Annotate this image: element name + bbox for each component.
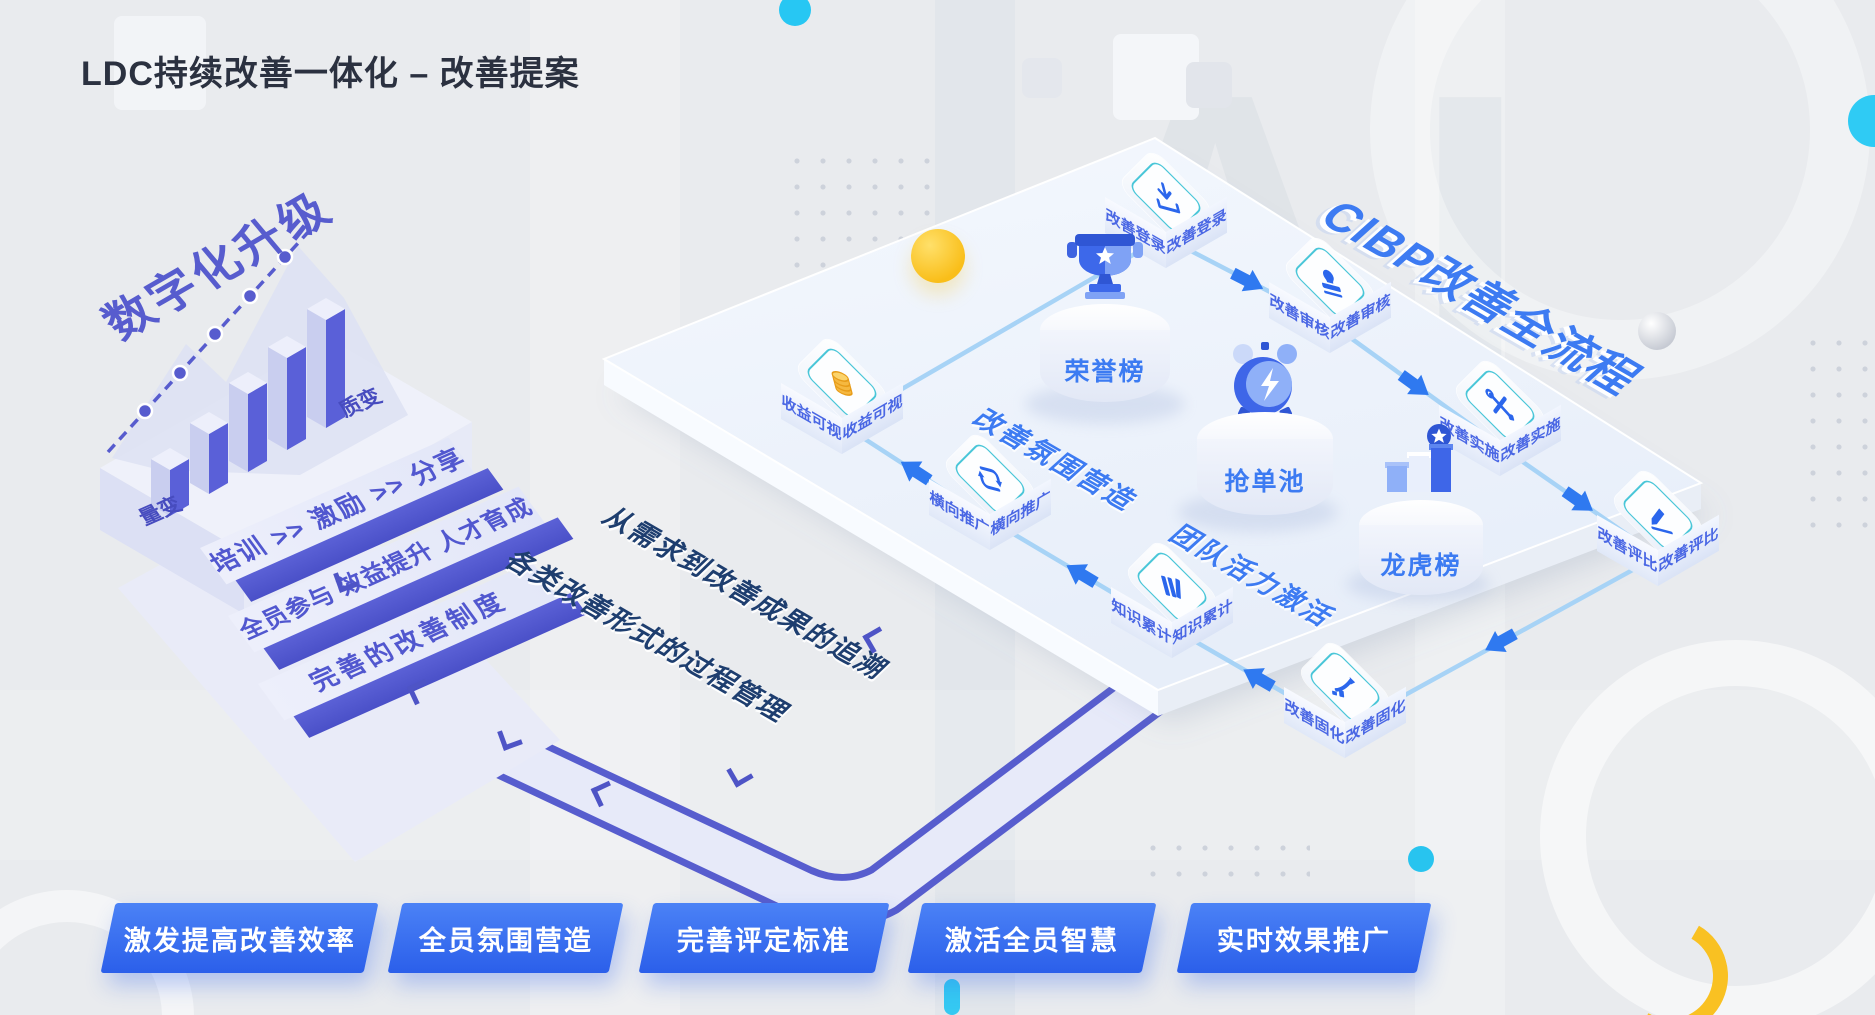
flow-node-solidify: 改善固化 改善固化 (1265, 634, 1425, 766)
flow-node-review: 改善审核 改善审核 (1250, 229, 1410, 361)
flow-node-knowledge: 知识累计 知识累计 (1092, 534, 1252, 666)
trend-line (106, 228, 312, 454)
icon-plate (804, 345, 880, 421)
pedestal-body (1040, 330, 1170, 402)
cube-top (1609, 466, 1707, 564)
road-ribbon (280, 627, 1167, 928)
cube-top (1296, 638, 1394, 736)
flow-node-rollout: 横向推广 横向推广 (910, 426, 1070, 558)
flow-node-evaluate: 改善评比 改善评比 (1578, 462, 1738, 594)
download-icon (1156, 182, 1181, 214)
bg-dot-grid (1800, 330, 1875, 530)
cube-top (793, 334, 891, 432)
flow-node-implement: 改善实施 改善实施 (1420, 352, 1580, 484)
podium-icon (1385, 424, 1453, 492)
pencil-icon (1651, 508, 1673, 535)
gray-ball (1638, 312, 1676, 350)
repeat-icon (978, 466, 1002, 492)
icon-plate (952, 441, 1028, 517)
bg-square (1113, 34, 1199, 120)
pedestal-label: 荣誉榜 (1064, 358, 1146, 386)
icon-plate (1307, 649, 1383, 725)
cube-top (1281, 233, 1379, 331)
flow-node-benefit: 收益可视 收益可视 (762, 330, 922, 462)
flow-node-register: 改善登录 改善登录 (1086, 144, 1246, 276)
pedestal-body (1197, 439, 1333, 515)
pedestal-leaderboard: 龙虎榜 (1352, 420, 1490, 600)
pedestal-body (1359, 525, 1483, 595)
icon-plate (1292, 244, 1368, 320)
coins-icon (831, 371, 853, 396)
icon-plate (1128, 159, 1204, 235)
cube-top (1123, 538, 1221, 636)
footer-button-efficiency[interactable]: 激发提高改善效率 (100, 903, 379, 973)
flow-arrows (900, 267, 1593, 692)
pedestal-honor-roll: 荣誉榜 (1030, 222, 1180, 412)
pedestal-order-pool: 抢单池 (1190, 338, 1340, 528)
yellow-ball (911, 229, 965, 283)
footer-button-atmosphere[interactable]: 全员氛围营造 (387, 903, 624, 973)
bg-square (1022, 58, 1062, 98)
page-title: LDC持续改善一体化 – 改善提案 (81, 55, 580, 93)
cyan-bar (944, 979, 960, 1015)
bg-square (1186, 62, 1232, 108)
trend-icon (1332, 676, 1356, 698)
footer-button-label: 实时效果推广 (1217, 925, 1391, 956)
footer-button-label: 激发提高改善效率 (123, 925, 356, 956)
cube-top (1117, 148, 1215, 246)
footer-button-standards[interactable]: 完善评定标准 (638, 903, 890, 973)
footer-button-label: 激活全员智慧 (945, 925, 1119, 956)
trophy-icon (1067, 234, 1143, 299)
icon-plate (1620, 477, 1696, 553)
footer-button-wisdom[interactable]: 激活全员智慧 (907, 903, 1157, 973)
books-icon (1161, 575, 1181, 599)
pedestal-label: 龙虎榜 (1380, 552, 1462, 580)
tools-icon (1485, 388, 1515, 421)
growth-bars (151, 298, 345, 516)
footer-button-promotion[interactable]: 实时效果推广 (1176, 903, 1432, 973)
footer-button-label: 完善评定标准 (677, 925, 851, 956)
footer-button-label: 全员氛围营造 (418, 925, 593, 956)
cyan-ball-top (779, 0, 811, 26)
bg-square (114, 16, 206, 110)
cube-top (941, 430, 1039, 528)
cyan-ball-small (1408, 846, 1434, 872)
icon-plate (1134, 549, 1210, 625)
stamp-icon (1321, 269, 1343, 298)
bg-dot-grid (1140, 835, 1310, 895)
cube-top (1451, 356, 1549, 454)
pedestal-label: 抢单池 (1224, 468, 1306, 496)
icon-plate (1462, 367, 1538, 443)
